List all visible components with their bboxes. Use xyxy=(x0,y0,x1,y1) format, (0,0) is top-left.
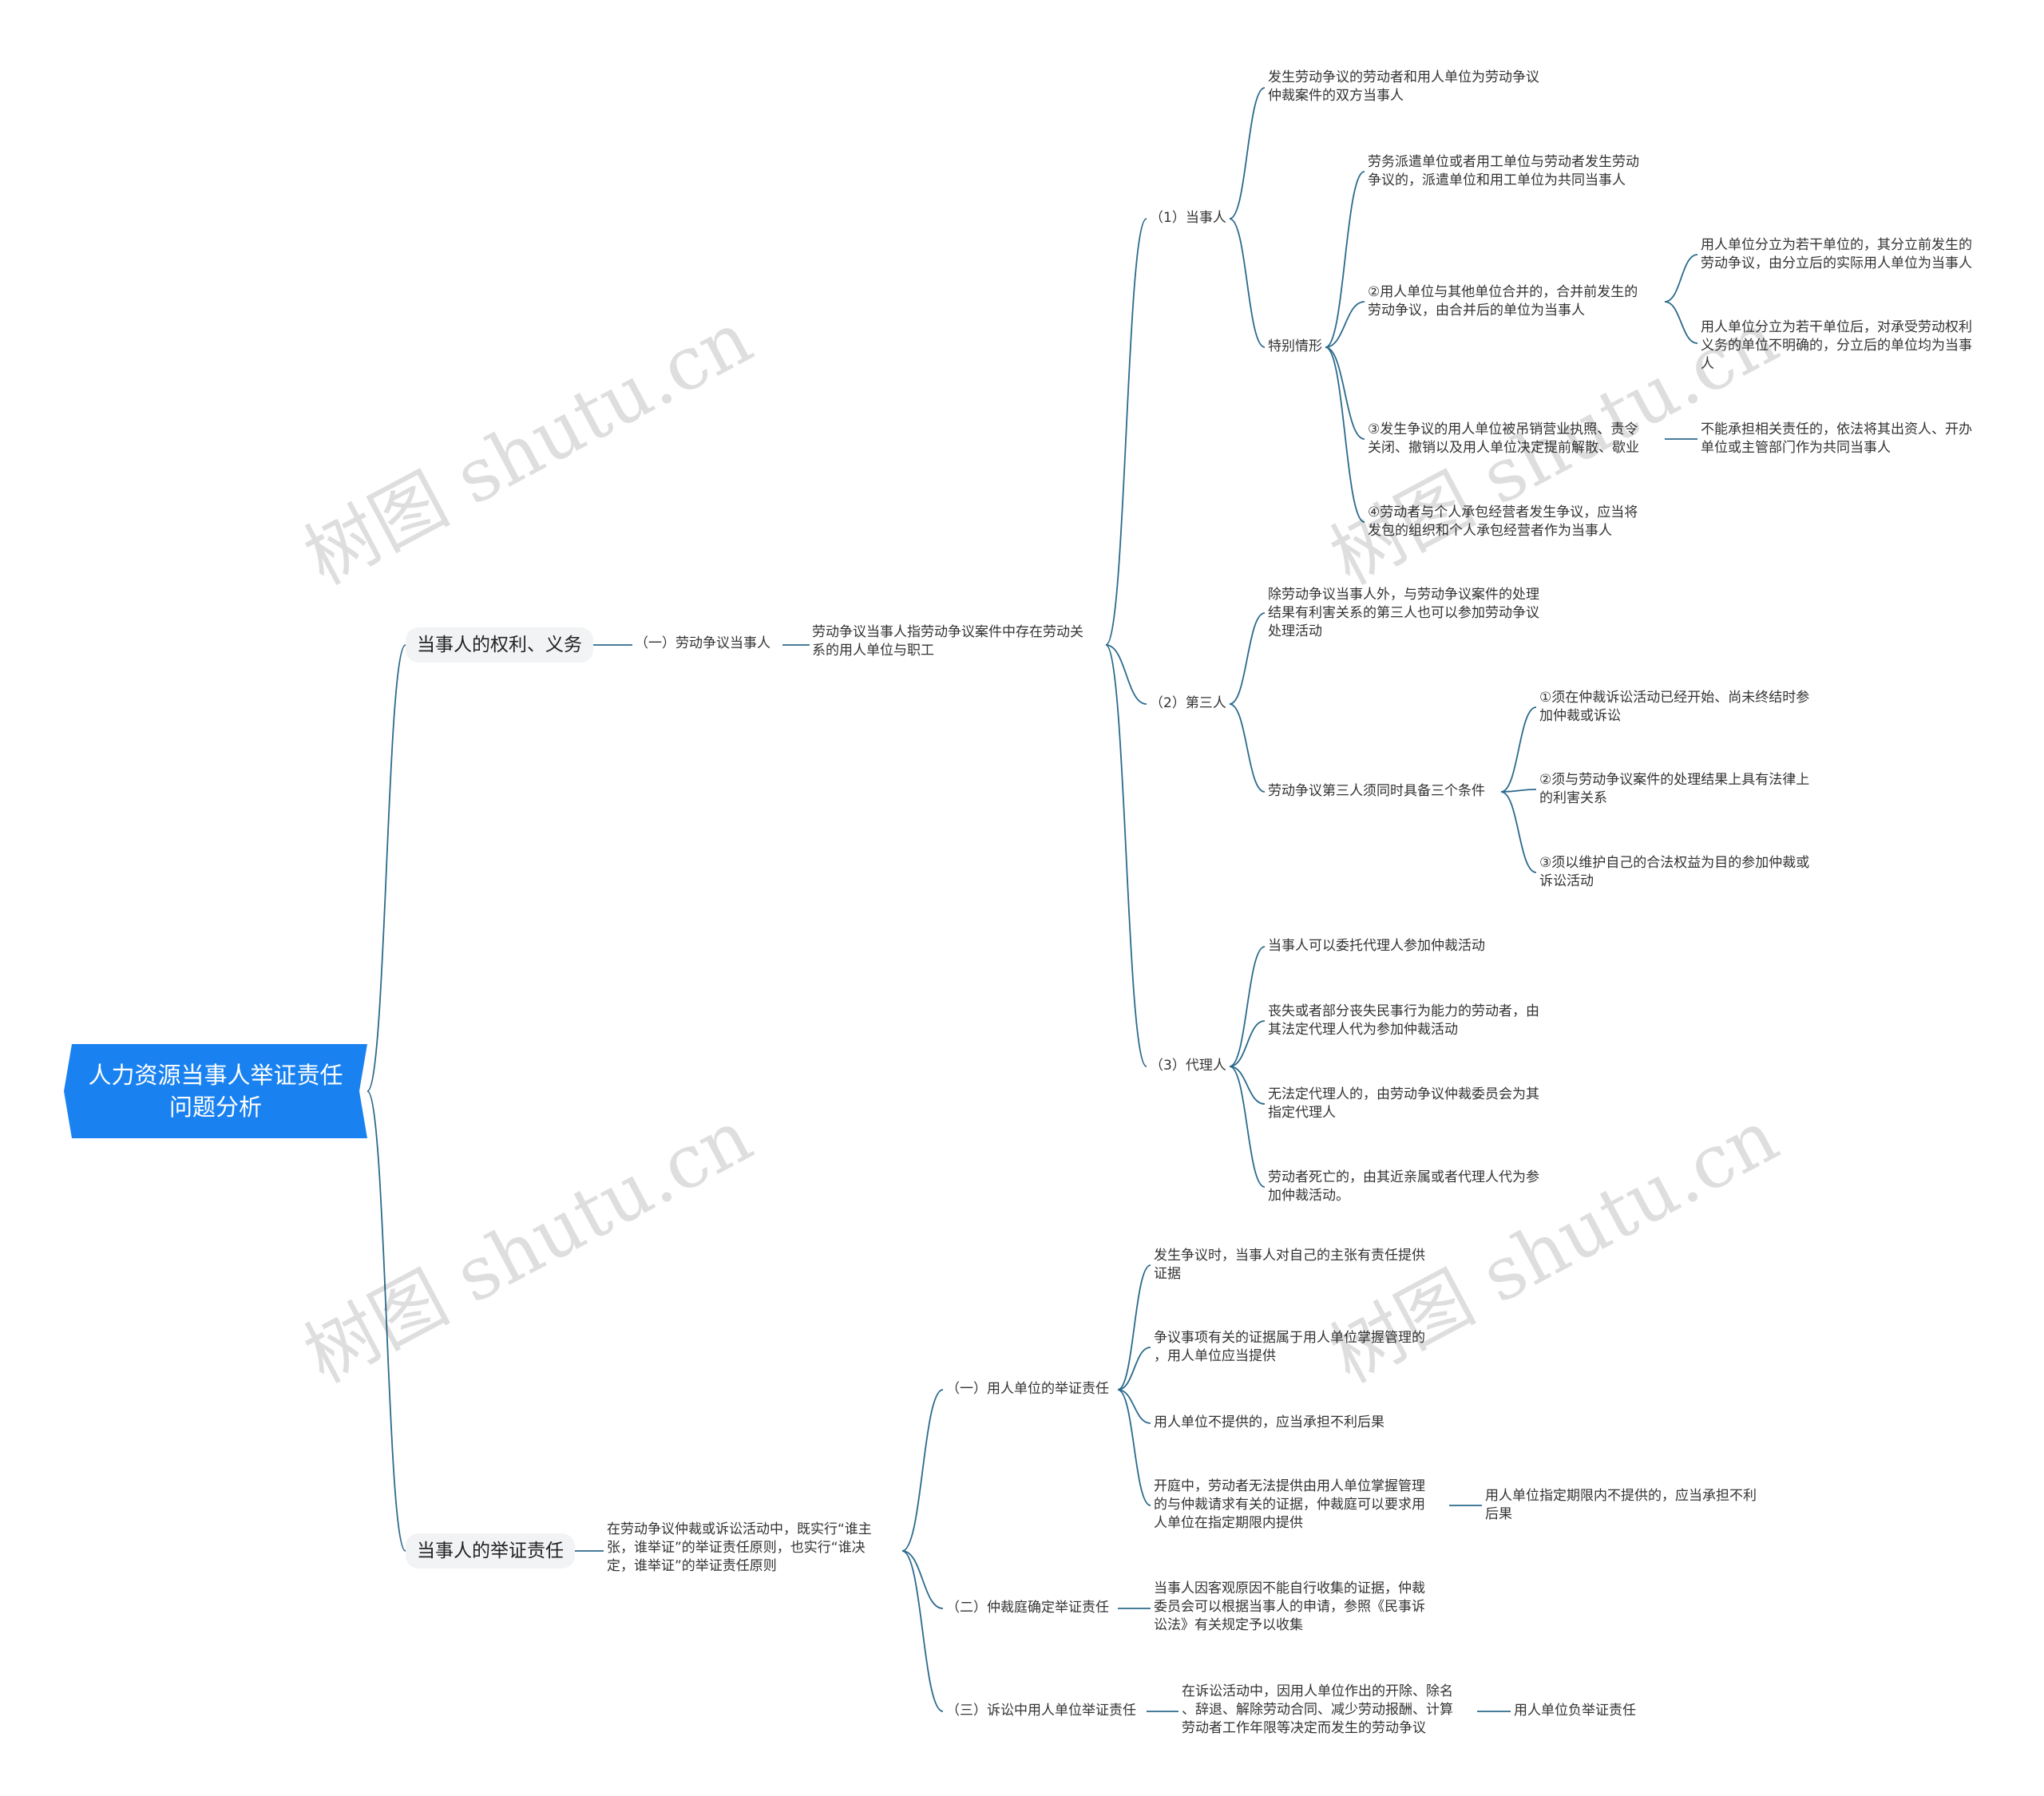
node-arbitration-desc[interactable]: 当事人因客观原因不能自行收集的证据，仲裁委员会可以根据当事人的申请，参照《民事诉… xyxy=(1154,1580,1425,1633)
connector-line xyxy=(1325,346,1365,523)
connector-line xyxy=(1105,644,1147,1067)
connector-line xyxy=(1117,1389,1151,1424)
node-condition-3[interactable]: ③须以维护自己的合法权益为目的参加仲裁或诉讼活动 xyxy=(1539,855,1810,889)
connector-line xyxy=(1117,1347,1151,1391)
node-litigation-desc[interactable]: 在诉讼活动中，因用人单位作出的开除、除名、辞退、解除劳动合同、减少劳动报酬、计算… xyxy=(1182,1683,1453,1736)
node-employer-4-result[interactable]: 用人单位指定期限内不提供的，应当承担不利后果 xyxy=(1485,1488,1757,1522)
node-labor-dispute-parties[interactable]: （一）劳动争议当事人 xyxy=(635,635,770,651)
node-employer-2[interactable]: 争议事项有关的证据属于用人单位掌握管理的，用人单位应当提供 xyxy=(1154,1330,1425,1364)
node-parties-definition[interactable]: 劳动争议当事人指劳动争议案件中存在劳动关系的用人单位与职工 xyxy=(812,624,1083,659)
connector-line xyxy=(1325,301,1365,348)
connector-line xyxy=(1117,1264,1151,1391)
root-topic[interactable]: 人力资源当事人举证责任 问题分析 xyxy=(64,1044,367,1138)
node-dispatch[interactable]: 劳务派遣单位或者用工单位与劳动者发生劳动争议的，派遣单位和用工单位为共同当事人 xyxy=(1368,154,1639,188)
node-third-party[interactable]: （2）第三人 xyxy=(1150,695,1226,711)
root-title-line2: 问题分析 xyxy=(168,1094,262,1121)
node-split-a[interactable]: 用人单位分立为若干单位的，其分立前发生的劳动争议，由分立后的实际用人单位为当事人 xyxy=(1701,237,1972,271)
connector-line xyxy=(1664,254,1698,303)
node-agent-3[interactable]: 无法定代理人的，由劳动争议仲裁委员会为其指定代理人 xyxy=(1268,1086,1539,1121)
node-split-b[interactable]: 用人单位分立为若干单位后，对承受劳动权利义务的单位不明确的，分立后的单位均为当事… xyxy=(1701,319,1972,372)
node-agent-1[interactable]: 当事人可以委托代理人参加仲裁活动 xyxy=(1268,938,1485,954)
connector-line xyxy=(901,1550,944,1609)
node-condition-1[interactable]: ①须在仲裁诉讼活动已经开始、尚未终结时参加仲裁或诉讼 xyxy=(1539,690,1810,724)
connector-line xyxy=(1229,218,1266,348)
connector-line xyxy=(366,1090,406,1552)
connector-line xyxy=(1229,87,1266,220)
node-condition-2[interactable]: ②须与劳动争议案件的处理结果上具有法律上的利害关系 xyxy=(1539,772,1810,806)
node-party[interactable]: （1）当事人 xyxy=(1150,210,1226,226)
branch-rights-duties[interactable]: 当事人的权利、义务 xyxy=(406,627,593,663)
node-revoke-result[interactable]: 不能承担相关责任的，依法将其出资人、开办单位或主管部门作为共同当事人 xyxy=(1701,421,1972,456)
connector-line xyxy=(1229,946,1266,1067)
connector-line xyxy=(1229,1066,1266,1188)
connector-line xyxy=(901,1550,944,1712)
connector-line xyxy=(1500,791,1537,873)
node-litigation-burden[interactable]: （三）诉讼中用人单位举证责任 xyxy=(946,1703,1136,1719)
connector-line xyxy=(1229,612,1266,705)
node-special-cases[interactable]: 特别情形 xyxy=(1268,338,1322,354)
node-revoke[interactable]: ③发生争议的用人单位被吊销营业执照、责令关闭、撤销以及用人单位决定提前解散、歇业 xyxy=(1368,421,1639,456)
connector-line xyxy=(1500,789,1537,793)
connector-line xyxy=(1500,706,1537,793)
connector-line xyxy=(1117,1389,1151,1506)
connector-line xyxy=(1105,644,1147,705)
node-agent-2[interactable]: 丧失或者部分丧失民事行为能力的劳动者，由其法定代理人代为参加仲裁活动 xyxy=(1268,1003,1539,1038)
node-third-desc[interactable]: 除劳动争议当事人外，与劳动争议案件的处理结果有利害关系的第三人也可以参加劳动争议… xyxy=(1268,587,1539,639)
node-merge[interactable]: ②用人单位与其他单位合并的，合并前发生的劳动争议，由合并后的单位为当事人 xyxy=(1368,284,1638,318)
node-employer-1[interactable]: 发生争议时，当事人对自己的主张有责任提供证据 xyxy=(1154,1248,1425,1282)
node-principle[interactable]: 在劳动争议仲裁或诉讼活动中，既实行“谁主张，谁举证”的举证责任原则，也实行“谁决… xyxy=(607,1521,872,1574)
connector-line xyxy=(366,644,406,1092)
connector-line xyxy=(901,1389,944,1552)
node-party-both-sides[interactable]: 发生劳动争议的劳动者和用人单位为劳动争议仲裁案件的双方当事人 xyxy=(1268,69,1539,104)
node-third-conditions[interactable]: 劳动争议第三人须同时具备三个条件 xyxy=(1268,783,1485,799)
root-title-line1: 人力资源当事人举证责任 xyxy=(88,1062,343,1089)
node-arbitration-burden[interactable]: （二）仲裁庭确定举证责任 xyxy=(946,1600,1109,1616)
node-agent[interactable]: （3）代理人 xyxy=(1150,1058,1226,1074)
connector-line xyxy=(1325,171,1365,348)
branch-burden-of-proof[interactable]: 当事人的举证责任 xyxy=(406,1533,575,1569)
node-agent-4[interactable]: 劳动者死亡的，由其近亲属或者代理人代为参加仲裁活动。 xyxy=(1268,1169,1539,1204)
connector-line xyxy=(1105,218,1147,646)
node-contract[interactable]: ④劳动者与个人承包经营者发生争议，应当将发包的组织和个人承包经营者作为当事人 xyxy=(1368,504,1638,539)
node-employer-burden[interactable]: （一）用人单位的举证责任 xyxy=(946,1381,1109,1397)
connector-line xyxy=(1229,1020,1266,1067)
connector-line xyxy=(1229,1066,1266,1105)
node-employer-3[interactable]: 用人单位不提供的，应当承担不利后果 xyxy=(1154,1414,1384,1430)
node-litigation-result[interactable]: 用人单位负举证责任 xyxy=(1514,1703,1636,1719)
connector-line xyxy=(1325,346,1365,440)
node-employer-4[interactable]: 开庭中，劳动者无法提供由用人单位掌握管理的与仲裁请求有关的证据，仲裁庭可以要求用… xyxy=(1154,1478,1425,1531)
connector-line xyxy=(1664,301,1698,344)
connector-line xyxy=(1229,703,1266,793)
